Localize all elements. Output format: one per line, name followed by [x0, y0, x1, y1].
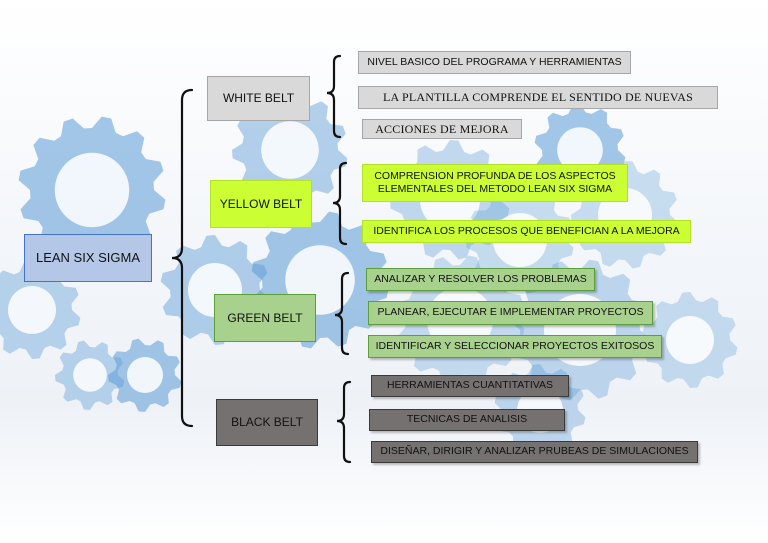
white-belt-item-2-text: LA PLANTILLA COMPRENDE EL SENTIDO DE NUE…	[383, 90, 693, 105]
black-belt-item-3-text: DISEÑAR, DIRIGIR Y ANALIZAR PRUBEAS DE S…	[380, 445, 688, 458]
green-belt-bracket	[335, 273, 348, 354]
yellow-belt-label: YELLOW BELT	[220, 197, 302, 212]
green-belt-node: GREEN BELT	[214, 294, 316, 342]
white-belt-node: WHITE BELT	[207, 76, 310, 121]
root-node: LEAN SIX SIGMA	[24, 234, 152, 282]
yellow-belt-bracket	[333, 163, 346, 244]
black-belt-item-2: TECNICAS DE ANALISIS	[369, 409, 565, 431]
black-belt-item-2-text: TECNICAS DE ANALISIS	[407, 413, 527, 426]
yellow-belt-item-1: COMPRENSION PROFUNDA DE LOS ASPECTOS ELE…	[362, 164, 628, 202]
white-belt-label: WHITE BELT	[223, 91, 294, 106]
green-belt-item-2-text: PLANEAR, EJECUTAR E IMPLEMENTAR PROYECTO…	[377, 306, 643, 319]
black-belt-item-3: DISEÑAR, DIRIGIR Y ANALIZAR PRUBEAS DE S…	[371, 441, 698, 463]
yellow-belt-item-2: IDENTIFICA LOS PROCESOS QUE BENEFICIAN A…	[362, 220, 691, 243]
black-belt-bracket	[337, 382, 350, 462]
white-belt-bracket	[327, 56, 340, 137]
white-belt-item-3-text: ACCIONES DE MEJORA	[375, 122, 509, 137]
white-belt-item-1: NIVEL BASICO DEL PROGRAMA Y HERRAMIENTAS	[358, 51, 631, 74]
white-belt-item-2: LA PLANTILLA COMPRENDE EL SENTIDO DE NUE…	[358, 86, 718, 109]
green-belt-item-1: ANALIZAR Y RESOLVER LOS PROBLEMAS	[366, 268, 595, 291]
yellow-belt-item-2-text: IDENTIFICA LOS PROCESOS QUE BENEFICIAN A…	[373, 225, 679, 238]
green-belt-item-2: PLANEAR, EJECUTAR E IMPLEMENTAR PROYECTO…	[368, 301, 653, 325]
main-bracket	[172, 90, 192, 426]
green-belt-item-1-text: ANALIZAR Y RESOLVER LOS PROBLEMAS	[374, 273, 586, 286]
black-belt-item-1-text: HERRAMIENTAS CUANTITATIVAS	[387, 379, 553, 392]
white-belt-item-3: ACCIONES DE MEJORA	[362, 119, 522, 139]
black-belt-label: BLACK BELT	[231, 415, 303, 430]
yellow-belt-item-1-text: COMPRENSION PROFUNDA DE LOS ASPECTOS ELE…	[369, 170, 621, 196]
white-belt-item-1-text: NIVEL BASICO DEL PROGRAMA Y HERRAMIENTAS	[367, 56, 621, 69]
green-belt-item-3-text: IDENTIFICAR Y SELECCIONAR PROYECTOS EXIT…	[376, 340, 655, 353]
green-belt-item-3: IDENTIFICAR Y SELECCIONAR PROYECTOS EXIT…	[368, 335, 662, 358]
green-belt-label: GREEN BELT	[227, 311, 302, 326]
black-belt-node: BLACK BELT	[216, 399, 318, 446]
yellow-belt-node: YELLOW BELT	[210, 180, 312, 228]
black-belt-item-1: HERRAMIENTAS CUANTITATIVAS	[371, 375, 569, 397]
root-label: LEAN SIX SIGMA	[36, 250, 140, 266]
